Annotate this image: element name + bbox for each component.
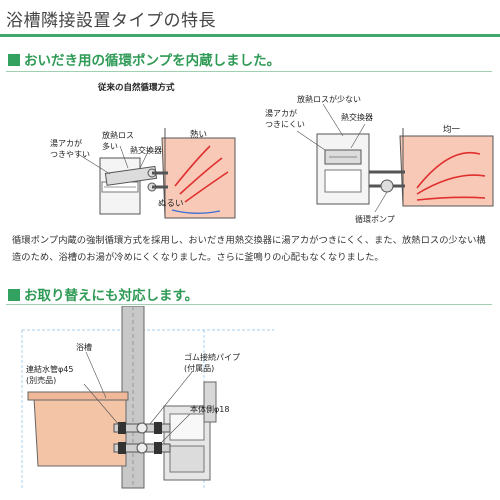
label-hot: 熱い xyxy=(190,129,207,140)
label-connection-pipe: 連結水管φ45(別売品) xyxy=(26,364,73,385)
label-rubber-hose: ゴム接続パイプ(付属品) xyxy=(184,352,240,373)
bullet-square-icon xyxy=(8,54,20,66)
label-exchanger-left: 熱交換器 xyxy=(130,145,162,155)
page-title: 浴槽隣接設置タイプの特長 xyxy=(6,11,216,31)
section1-heading-text: おいだき用の循環ポンプを内蔵しました。 xyxy=(24,53,281,69)
forced-circulation-diagram: 放熱ロスが少ない 湯アカがつきにくい 熱交換器 均一 循環ポンプ xyxy=(265,94,494,224)
heater-unit-right xyxy=(316,133,370,205)
replacement-diagram: 浴槽 連結水管φ45(別売品) ゴム接続パイプ(付属品) 本体側φ18 xyxy=(21,306,274,489)
bullet-square-icon xyxy=(8,289,20,301)
even-arrow xyxy=(416,152,481,189)
conventional-diagram: 従来の自然循環方式 湯アカがつきやすい 放熱ロス多い 熱交換器 熱い ぬるい xyxy=(50,82,236,219)
section2-heading-text: お取り替えにも対応します。 xyxy=(24,288,199,304)
section1-description: 循環ポンプ内蔵の強制循環方式を採用し、おいだき用熱交換器に湯アカがつきにくく、ま… xyxy=(12,235,486,263)
label-bathtub: 浴槽 xyxy=(76,342,92,352)
bathtub-replace xyxy=(33,397,127,467)
label-lukewarm: ぬるい xyxy=(158,199,184,209)
pump-icon xyxy=(380,179,394,193)
cool-arrow xyxy=(171,209,221,214)
label-yuaka-easy: 湯アカがつきやすい xyxy=(50,138,90,159)
label-pump: 循環ポンプ xyxy=(355,214,395,224)
section2-heading: お取り替えにも対応します。 xyxy=(8,284,198,304)
connection-pipes xyxy=(113,422,171,454)
bathtub-right xyxy=(399,135,494,207)
conventional-title: 従来の自然循環方式 xyxy=(97,82,175,93)
label-exchanger-right: 熱交換器 xyxy=(341,112,373,122)
hot-arrow xyxy=(174,145,211,187)
section1-rule xyxy=(6,71,492,72)
title-rule xyxy=(0,34,500,37)
section1-heading: おいだき用の循環ポンプを内蔵しました。 xyxy=(8,49,280,69)
section2-rule xyxy=(6,304,492,305)
label-even: 均一 xyxy=(443,124,461,135)
label-heat-loss-low: 放熱ロスが少ない xyxy=(297,94,361,104)
label-body-side: 本体側φ18 xyxy=(190,404,229,414)
label-yuaka-hard: 湯アカがつきにくい xyxy=(265,108,305,129)
label-heat-loss-high: 放熱ロス多い xyxy=(102,130,134,151)
